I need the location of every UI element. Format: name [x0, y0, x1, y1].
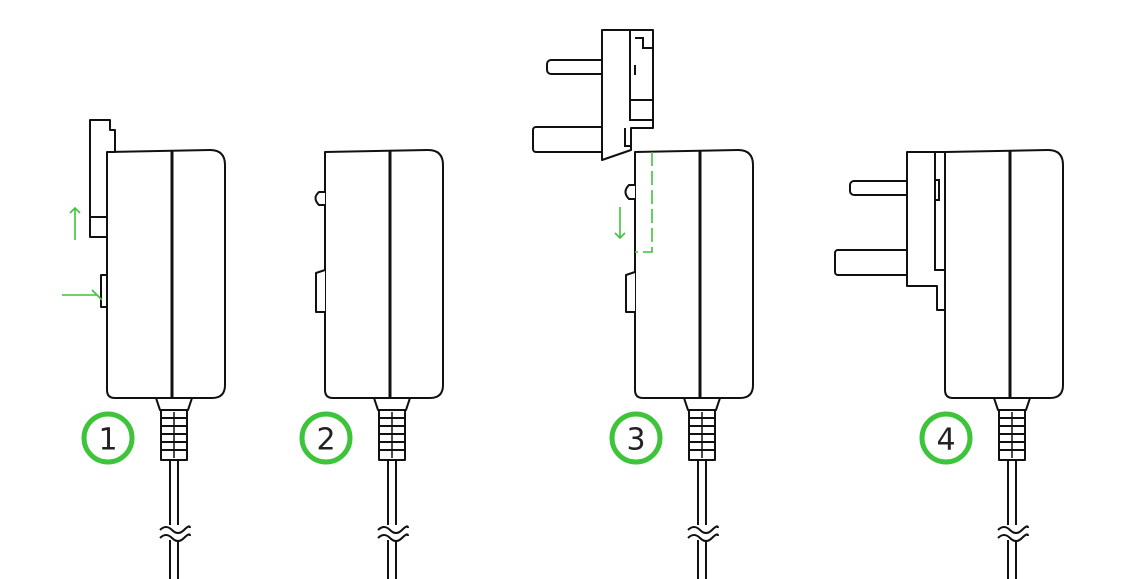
- arrow-right-icon: [62, 289, 103, 301]
- cable-break-mark: [997, 525, 1029, 542]
- step-3-adapter: 3: [532, 29, 754, 579]
- step-number-badge: 1: [81, 411, 135, 465]
- strain-relief: [993, 397, 1031, 461]
- cable-break-mark: [687, 525, 719, 542]
- strain-relief: [373, 397, 411, 461]
- adapter-body: [944, 149, 1064, 399]
- adapter-body: [324, 149, 444, 399]
- step-number-badge: 3: [609, 411, 663, 465]
- step-number: 2: [316, 423, 335, 458]
- plug-pin-top: [849, 180, 913, 196]
- power-cable: [387, 460, 397, 579]
- power-cable: [1007, 460, 1017, 579]
- step-2-adapter: 2: [299, 149, 444, 579]
- step-1-adapter: 1: [62, 119, 226, 579]
- power-cable: [697, 460, 707, 579]
- arrow-up-icon: [69, 206, 81, 240]
- uk-plug-head: [532, 29, 654, 161]
- latch-stub: [624, 184, 635, 200]
- adapter-body: [106, 149, 226, 399]
- step-number: 1: [98, 423, 117, 458]
- uk-plug-head: [834, 151, 946, 311]
- release-button: [315, 269, 326, 313]
- adapter-body: [634, 149, 754, 399]
- plug-pin-bottom: [532, 126, 608, 153]
- strain-relief: [683, 397, 721, 461]
- slide-down-guide: [614, 152, 653, 253]
- strain-relief: [155, 397, 193, 461]
- step-4-adapter: 4: [834, 149, 1064, 579]
- step-number-badge: 4: [919, 411, 973, 465]
- plug-pin-bottom: [834, 249, 913, 276]
- power-cable: [169, 460, 179, 579]
- step-number: 4: [936, 423, 955, 458]
- release-button: [625, 271, 636, 313]
- release-button: [100, 274, 108, 308]
- step-number-badge: 2: [299, 411, 353, 465]
- folded-prong: [89, 119, 116, 238]
- step-number: 3: [626, 423, 645, 458]
- cable-break-mark: [159, 525, 191, 542]
- cable-break-mark: [377, 525, 409, 542]
- plug-pin-top: [546, 59, 608, 75]
- latch-stub: [314, 191, 325, 206]
